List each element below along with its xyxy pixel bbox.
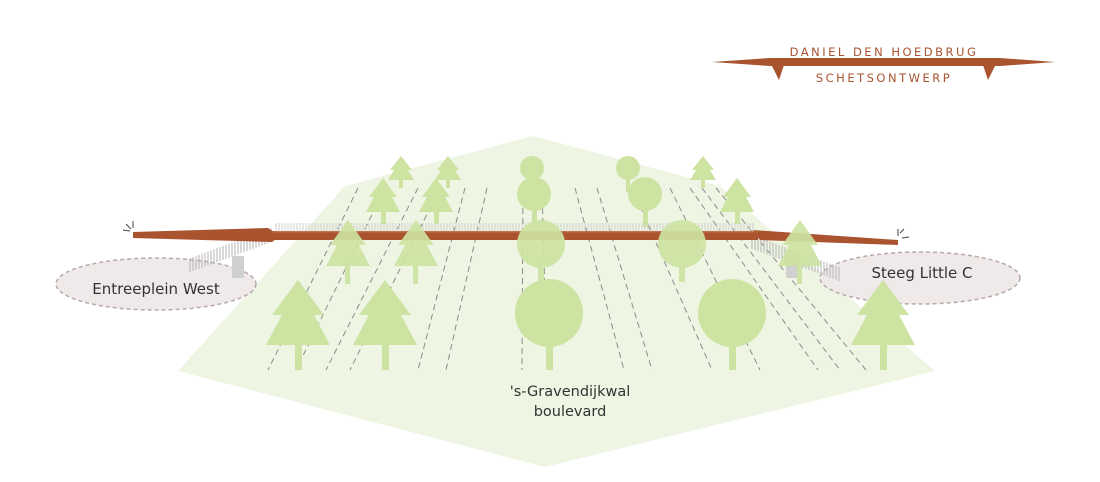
title-line-1: DANIEL DEN HOEDBRUG (790, 45, 979, 59)
round-tree-icon (515, 279, 583, 370)
conifer-tree-icon (326, 220, 370, 284)
end-marker-west (122, 221, 134, 232)
bridge-logo-icon (712, 58, 1055, 66)
boulevard-label-2: boulevard (534, 404, 607, 420)
conifer-tree-icon (388, 156, 414, 188)
pier-west (232, 256, 244, 278)
round-tree-icon (517, 177, 551, 227)
conifer-tree-icon (353, 280, 417, 370)
conifer-tree-icon (266, 280, 330, 370)
conifer-tree-icon (394, 220, 438, 284)
conifer-tree-icon (778, 220, 822, 284)
conifer-tree-icon (435, 156, 461, 188)
round-tree-icon (698, 279, 766, 370)
boulevard-label: 's-Gravendijkwal (510, 384, 631, 400)
title-line-2: SCHETSONTWERP (816, 71, 952, 85)
mid-trees (326, 220, 822, 284)
conifer-tree-icon (720, 178, 754, 224)
conifer-tree-icon (366, 178, 400, 224)
round-tree-icon (616, 156, 640, 192)
title-logo: DANIEL DEN HOEDBRUG SCHETSONTWERP (712, 45, 1055, 85)
front-trees (266, 279, 915, 370)
conifer-tree-icon (851, 280, 915, 370)
round-tree-icon (517, 220, 565, 282)
round-tree-icon (658, 220, 706, 282)
lane-lines (267, 187, 867, 371)
back-trees (366, 156, 754, 227)
round-tree-icon (628, 177, 662, 227)
conifer-tree-icon (419, 178, 453, 224)
plaza-east (819, 251, 1021, 305)
place-label-west: Entreeplein West (92, 280, 220, 298)
end-marker-east (897, 228, 910, 239)
plaza-west (55, 257, 257, 311)
conifer-tree-icon (690, 156, 716, 188)
place-label-east: Steeg Little C (871, 264, 972, 282)
